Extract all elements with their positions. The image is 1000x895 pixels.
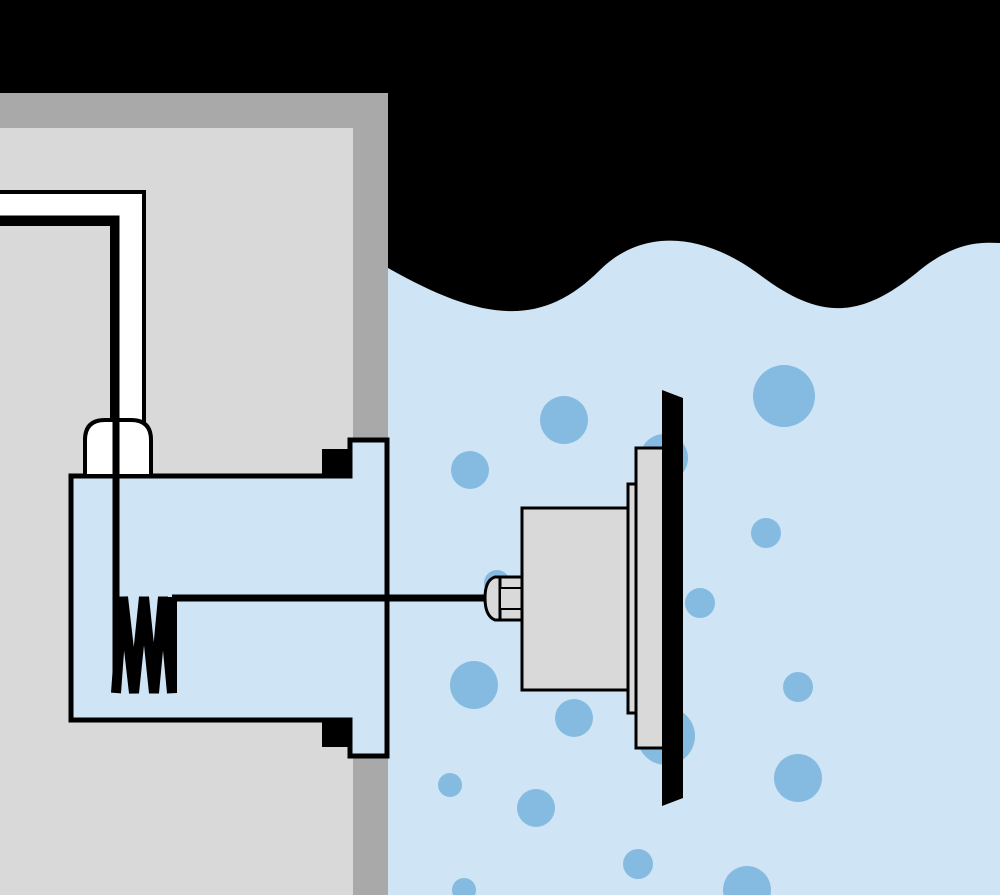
bubble (774, 754, 822, 802)
bubble (555, 699, 593, 737)
bubble (451, 451, 489, 489)
bubble (517, 789, 555, 827)
bubble (753, 365, 815, 427)
bubble (685, 588, 715, 618)
bubble (452, 878, 476, 895)
conduit-white (0, 194, 142, 476)
coil-zigzag (111, 596, 177, 694)
light-lens (662, 390, 683, 806)
bubble (751, 518, 781, 548)
gland-nut (483, 575, 502, 622)
cable-coil (111, 476, 490, 694)
pool-water (388, 240, 1000, 895)
bubble (438, 773, 462, 797)
light-housing (520, 506, 632, 692)
bubble (623, 849, 653, 879)
conduit-inner-line (0, 215, 120, 476)
conduit (0, 190, 153, 478)
light-plate (634, 446, 666, 750)
bubble (783, 672, 813, 702)
bubble (450, 661, 498, 709)
gasket-bottom (322, 719, 352, 747)
bubble (723, 866, 771, 895)
gasket-top (322, 449, 352, 477)
bubble (540, 396, 588, 444)
gland-ring (499, 587, 523, 610)
underwater-light-fixture (520, 390, 683, 806)
cable-gland (483, 575, 524, 622)
